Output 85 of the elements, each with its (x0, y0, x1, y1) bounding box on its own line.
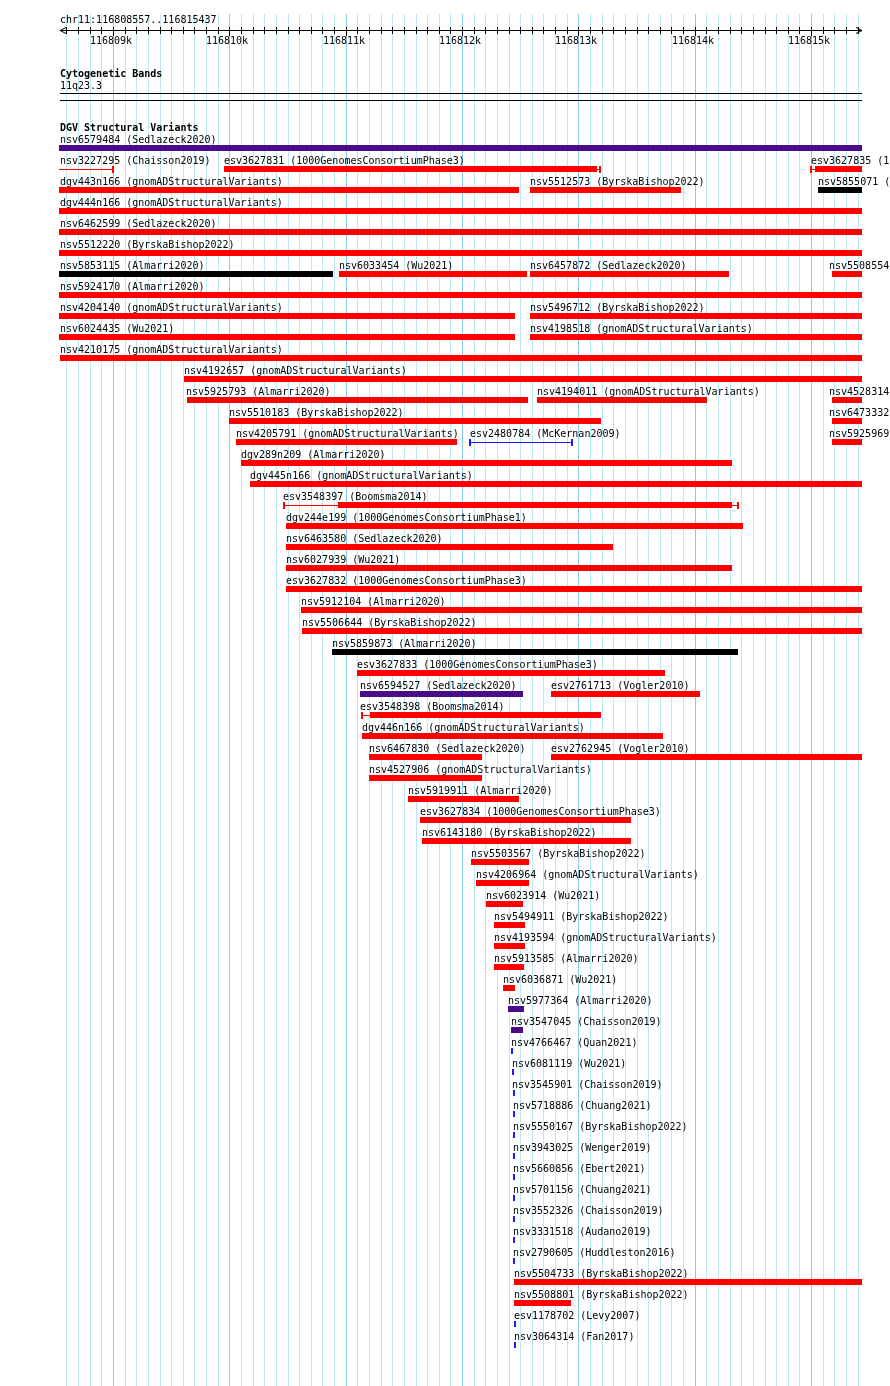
feature-label: nsv5494911 (ByrskaBishop2022) (494, 911, 669, 922)
feature-label: nsv3547045 (Chaisson2019) (511, 1016, 662, 1027)
feature-label: nsv5925793 (Almarri2020) (186, 386, 331, 397)
feature-label: nsv6036871 (Wu2021) (503, 974, 618, 985)
feature-label: nsv6473332 (829, 407, 890, 418)
feature-label: nsv3545901 (Chaisson2019) (512, 1079, 663, 1090)
feature-label: nsv6023914 (Wu2021) (486, 890, 601, 901)
feature-label: nsv5508554 (829, 260, 890, 271)
feature-label: nsv5853115 (Almarri2020) (60, 260, 205, 271)
feature-label: nsv5510183 (ByrskaBishop2022) (229, 407, 404, 418)
feature-label: esv3548397 (Boomsma2014) (283, 491, 428, 502)
feature-label: nsv4766467 (Quan2021) (511, 1037, 638, 1048)
feature-label: nsv5855071 ( (818, 176, 890, 187)
feature-label: nsv6463580 (Sedlazeck2020) (286, 533, 443, 544)
feature-label: nsv4198518 (gnomADStructuralVariants) (530, 323, 753, 334)
feature-label: esv3627831 (1000GenomesConsortiumPhase3) (224, 155, 465, 166)
feature-label: nsv4205791 (gnomADStructuralVariants) (236, 428, 459, 439)
track-title: DGV Structural Variants (60, 122, 199, 133)
feature-label: nsv3552326 (Chaisson2019) (513, 1205, 664, 1216)
feature-label: nsv3331518 (Audano2019) (513, 1226, 652, 1237)
feature-label: esv1178702 (Levy2007) (514, 1310, 641, 1321)
feature-label: nsv5718886 (Chuang2021) (513, 1100, 652, 1111)
tick-label: 116815k (788, 35, 831, 46)
feature-label: nsv5512220 (ByrskaBishop2022) (60, 239, 235, 250)
feature-label: nsv6457872 (Sedlazeck2020) (530, 260, 687, 271)
feature-label: nsv4193594 (gnomADStructuralVariants) (494, 932, 717, 943)
tick-label: 116810k (206, 35, 249, 46)
feature-label: esv2761713 (Vogler2010) (551, 680, 690, 691)
feature-label: nsv3227295 (Chaisson2019) (60, 155, 211, 166)
tick-label: 116813k (555, 35, 598, 46)
feature-label: nsv5512573 (ByrskaBishop2022) (530, 176, 705, 187)
feature-label: nsv5913585 (Almarri2020) (494, 953, 639, 964)
feature-label: nsv6594527 (Sedlazeck2020) (360, 680, 517, 691)
feature-label: nsv3943025 (Wenger2019) (513, 1142, 652, 1153)
feature-label: esv3627832 (1000GenomesConsortiumPhase3) (286, 575, 527, 586)
feature-label: nsv5924170 (Almarri2020) (60, 281, 205, 292)
feature-label: nsv6033454 (Wu2021) (339, 260, 454, 271)
tick-label: 116811k (323, 35, 366, 46)
feature-label: nsv6462599 (Sedlazeck2020) (60, 218, 217, 229)
feature-label: nsv5508801 (ByrskaBishop2022) (514, 1289, 689, 1300)
feature-label: esv3627833 (1000GenomesConsortiumPhase3) (357, 659, 598, 670)
feature-label: nsv4194011 (gnomADStructuralVariants) (537, 386, 760, 397)
feature-label: dgv445n166 (gnomADStructuralVariants) (250, 470, 473, 481)
coordinate-range: chr11:116808557..116815437 (60, 14, 217, 25)
feature-label: dgv289n209 (Almarri2020) (241, 449, 386, 460)
feature-label: nsv6024435 (Wu2021) (60, 323, 175, 334)
feature-label: esv3548398 (Boomsma2014) (360, 701, 505, 712)
tick-label: 116814k (672, 35, 715, 46)
feature-label: nsv4210175 (gnomADStructuralVariants) (60, 344, 283, 355)
feature-label: nsv5506644 (ByrskaBishop2022) (302, 617, 477, 628)
track-title: Cytogenetic Bands (60, 68, 163, 79)
feature-label: nsv6143180 (ByrskaBishop2022) (422, 827, 597, 838)
feature-label: nsv5925969 (829, 428, 890, 439)
feature-label: esv2480784 (McKernan2009) (470, 428, 621, 439)
feature-label: nsv6579484 (Sedlazeck2020) (60, 134, 217, 145)
feature-label: dgv446n166 (gnomADStructuralVariants) (362, 722, 585, 733)
feature-label: nsv6081119 (Wu2021) (512, 1058, 627, 1069)
feature-label: nsv6467830 (Sedlazeck2020) (369, 743, 526, 754)
feature-label: nsv6027939 (Wu2021) (286, 554, 401, 565)
feature-label: nsv5503567 (ByrskaBishop2022) (471, 848, 646, 859)
feature-label: esv3627834 (1000GenomesConsortiumPhase3) (420, 806, 661, 817)
feature-label: nsv5660856 (Ebert2021) (513, 1163, 646, 1174)
feature-label: esv2762945 (Vogler2010) (551, 743, 690, 754)
feature-label: dgv444n166 (gnomADStructuralVariants) (60, 197, 283, 208)
feature-label: nsv4204140 (gnomADStructuralVariants) (60, 302, 283, 313)
feature-label: nsv4528314 (829, 386, 890, 397)
feature-label: nsv5859873 (Almarri2020) (332, 638, 477, 649)
feature-label: nsv5977364 (Almarri2020) (508, 995, 653, 1006)
feature-label: nsv4527906 (gnomADStructuralVariants) (369, 764, 592, 775)
feature-label: nsv4206964 (gnomADStructuralVariants) (476, 869, 699, 880)
feature-label: nsv2790605 (Huddleston2016) (513, 1247, 676, 1258)
feature-label: esv3627835 (1 (811, 155, 890, 166)
feature-label: nsv5912104 (Almarri2020) (301, 596, 446, 607)
feature-label: nsv5550167 (ByrskaBishop2022) (513, 1121, 688, 1132)
tick-label: 116812k (439, 35, 482, 46)
feature-label: nsv5504733 (ByrskaBishop2022) (514, 1268, 689, 1279)
feature-label: nsv3064314 (Fan2017) (514, 1331, 635, 1342)
tick-label: 116809k (90, 35, 133, 46)
feature-label: nsv5496712 (ByrskaBishop2022) (530, 302, 705, 313)
band-label: 11q23.3 (60, 80, 103, 91)
feature-label: nsv4192657 (gnomADStructuralVariants) (184, 365, 407, 376)
feature-label: nsv5701156 (Chuang2021) (513, 1184, 652, 1195)
feature-label: dgv244e199 (1000GenomesConsortiumPhase1) (286, 512, 527, 523)
feature-label: nsv5919911 (Almarri2020) (408, 785, 553, 796)
feature-label: dgv443n166 (gnomADStructuralVariants) (60, 176, 283, 187)
